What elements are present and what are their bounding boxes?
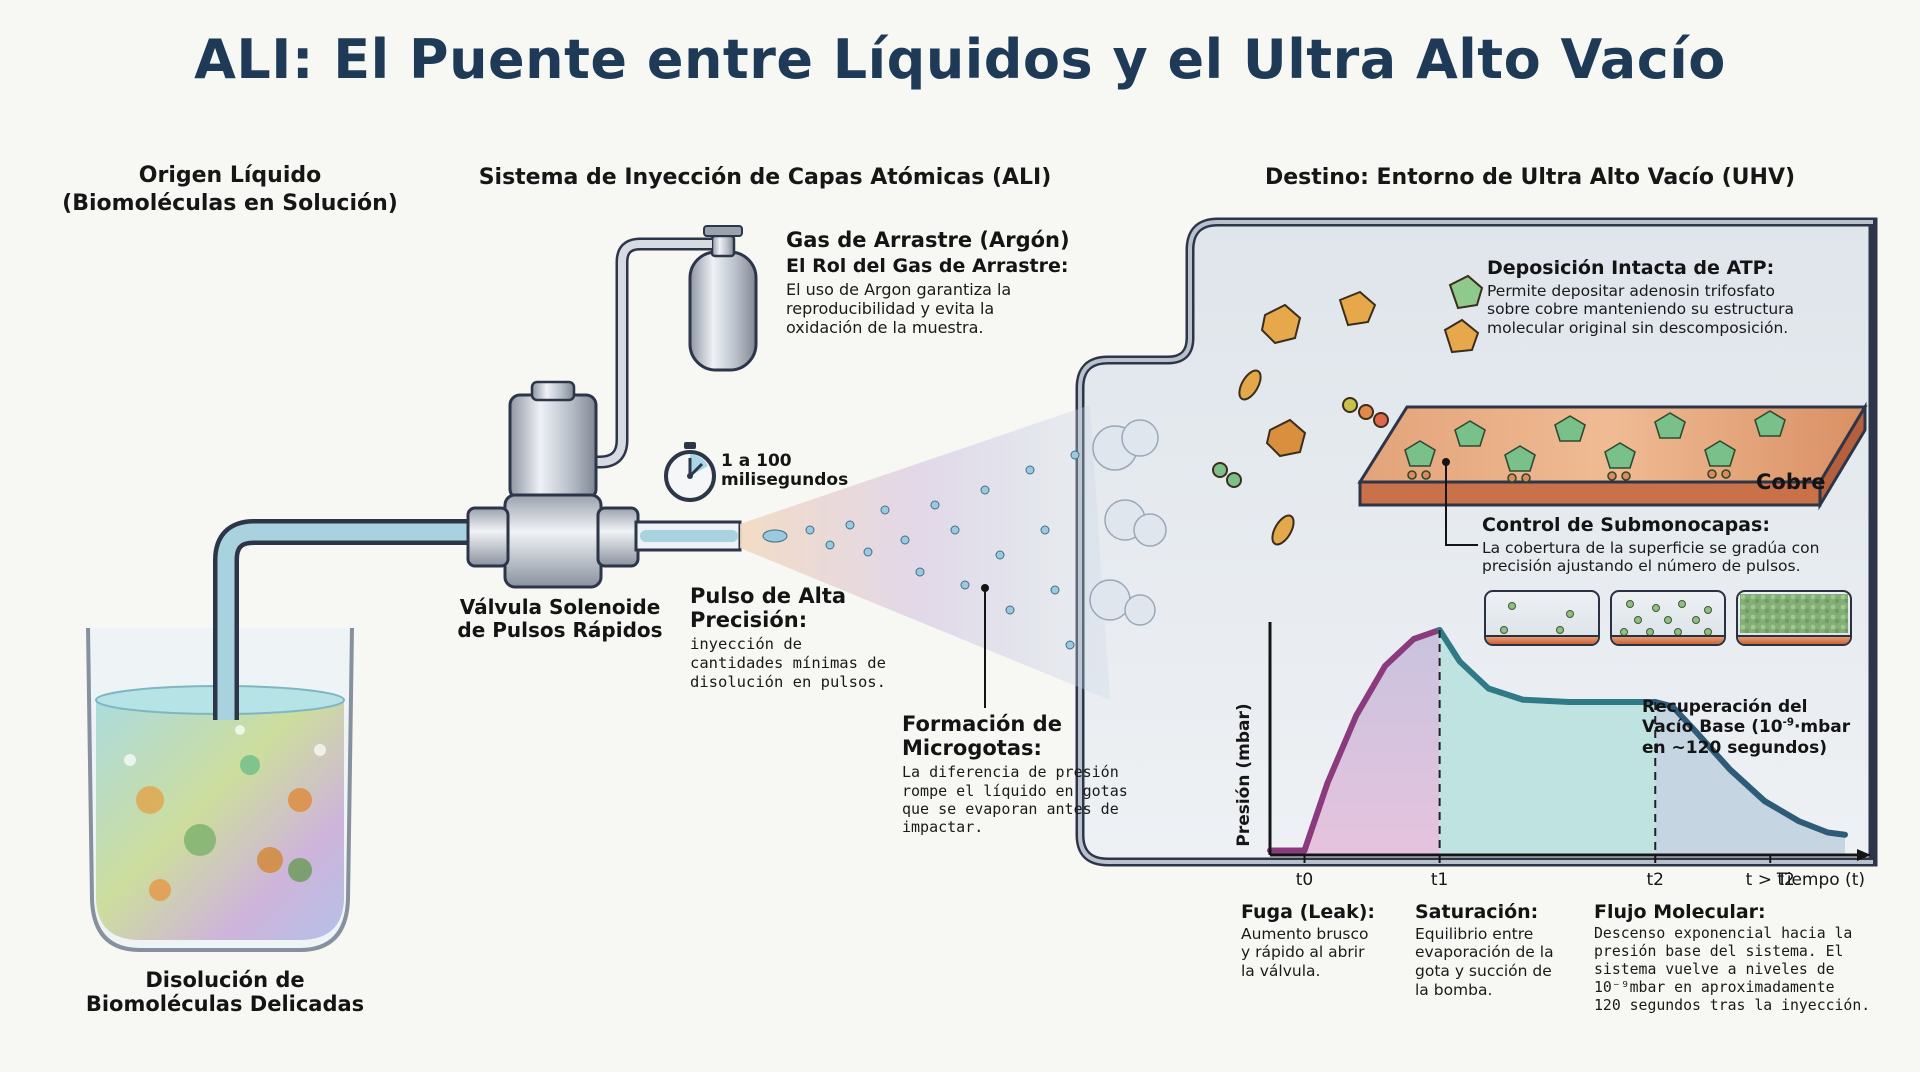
copper-label: Cobre — [1756, 470, 1826, 494]
x-axis-arrow — [1857, 849, 1871, 861]
atp-body: Permite depositar adenosin trifosfato so… — [1487, 281, 1795, 338]
gas-role-body: El uso de Argon garantiza la reproducibi… — [786, 279, 1012, 338]
x-tick-label-3: t > t2 — [1746, 870, 1795, 890]
curve-molecular-flow — [1652, 699, 1848, 838]
copper-substrate — [1357, 401, 1868, 511]
pressure-chart: t0 t1 t2 t > t2 Presión (mbar) Tiempo (t) — [1234, 622, 1871, 890]
beaker — [86, 627, 354, 952]
x-tick-label-2: t2 — [1647, 870, 1664, 890]
adsorbed-atp — [1404, 410, 1786, 483]
pulse-body: inyección de cantidades mínimas de disol… — [690, 635, 886, 692]
recovery-line2: Vacío Base (10-9·mbar — [1642, 717, 1851, 738]
spray-cone — [740, 405, 1110, 700]
curve-leak — [1301, 627, 1443, 854]
pulse-title: Pulso de Alta Precisión: — [690, 584, 847, 633]
timer-line2: milisegundos — [721, 470, 849, 491]
microdroplets — [762, 450, 1080, 650]
gas-annotation: Gas de Arrastre (Argón) El Rol del Gas d… — [786, 228, 1116, 338]
x-axis-label: Tiempo (t) — [1776, 870, 1865, 890]
coverage-thumb-low — [1484, 590, 1600, 646]
submonolayer-annotation: Control de Submonocapas: La cobertura de… — [1482, 514, 1902, 576]
origin-heading-line2: (Biomoléculas en Solución) — [62, 190, 398, 216]
area-saturation — [1439, 630, 1656, 855]
vapor-clouds — [1089, 419, 1167, 626]
atp-title: Deposición Intacta de ATP: — [1487, 257, 1775, 279]
floating-molecules — [1212, 274, 1484, 546]
origin-heading: Origen Líquido (Biomoléculas en Solución… — [20, 162, 440, 217]
atp-annotation: Deposición Intacta de ATP: Permite depos… — [1487, 257, 1887, 338]
submonolayer-body: La cobertura de la superficie se gradúa … — [1482, 538, 1820, 576]
solenoid-valve — [466, 380, 742, 589]
area-leak — [1304, 630, 1440, 855]
origin-heading-line1: Origen Líquido — [138, 163, 322, 188]
droplet-title: Formación de Microgotas: — [902, 712, 1062, 761]
coverage-thumb-full — [1736, 590, 1852, 646]
destination-heading: Destino: Entorno de Ultra Alto Vacío (UH… — [1264, 165, 1796, 190]
x-tick-label-0: t0 — [1296, 870, 1313, 890]
timer-label: 1 a 100 milisegundos — [721, 451, 849, 491]
argon-cylinder — [590, 225, 758, 469]
phase-leak: Fuga (Leak): Aumento brusco y rápido al … — [1241, 901, 1376, 981]
phase-saturation: Saturación: Equilibrio entre evaporación… — [1415, 901, 1554, 999]
gas-label: Gas de Arrastre (Argón) — [786, 228, 1070, 252]
submonolayer-title: Control de Submonocapas: — [1482, 514, 1770, 536]
phase-molecular-flow: Flujo Molecular: Descenso exponencial ha… — [1594, 901, 1871, 1015]
coverage-thumb-medium — [1610, 590, 1726, 646]
stopwatch-icon — [664, 442, 716, 502]
gas-role-title: El Rol del Gas de Arrastre: — [786, 255, 1069, 278]
x-tick-label-1: t1 — [1431, 870, 1448, 890]
droplet-annotation: Formación de Microgotas: La diferencia d… — [902, 712, 1162, 836]
droplet-body: La diferencia de presión rompe el líquid… — [902, 763, 1128, 837]
page-title: ALI: El Puente entre Líquidos y el Ultra… — [194, 28, 1726, 91]
recovery-annotation: Recuperación del Vacío Base (10-9·mbar e… — [1642, 697, 1882, 758]
pulse-annotation: Pulso de Alta Precisión: inyección de ca… — [690, 584, 930, 692]
y-axis-label: Presión (mbar) — [1234, 703, 1254, 846]
curve-saturation — [1436, 627, 1659, 705]
valve-caption: Válvula Solenoide de Pulsos Rápidos — [457, 595, 663, 642]
system-heading: Sistema de Inyección de Capas Atómicas (… — [478, 165, 1052, 190]
timer-line1: 1 a 100 — [721, 451, 792, 471]
coverage-thumbnails — [1484, 590, 1852, 646]
beaker-caption: Disolución de Biomoléculas Delicadas — [85, 968, 365, 1017]
